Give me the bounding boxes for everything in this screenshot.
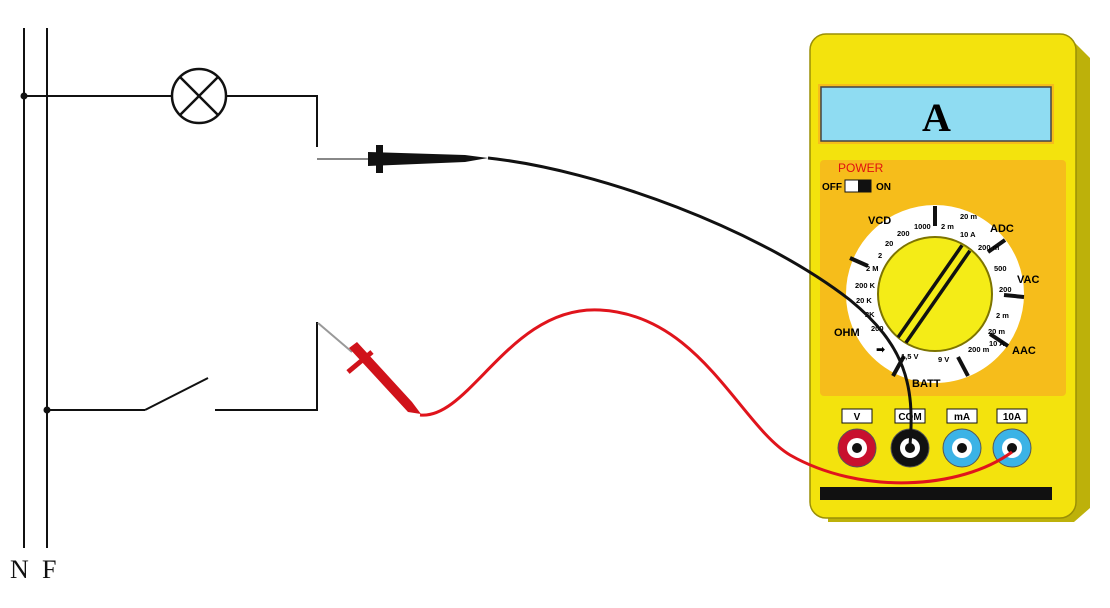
jack-hole [852,443,862,453]
range-dial[interactable] [844,203,1026,385]
scale-ohm-2M: 2 M [866,264,879,273]
scale-adc-10A: 10 A [960,230,976,239]
scale-vcd-2: 2 [878,251,882,260]
neutral-label: N [10,555,29,584]
dial-pointer [896,244,972,344]
jack-hole [957,443,967,453]
jack-label-box [996,408,1028,424]
jack-hole [1007,443,1017,453]
jack-label: 10A [1003,412,1021,423]
scale-adc-200m: 200 m [978,243,1000,252]
red-test-lead [419,308,1013,485]
range-vcd: VCD [868,215,891,227]
scale-aac-2m: 2 m [996,311,1009,320]
scale-1000: 1000 [914,222,931,231]
range-batt: BATT [912,378,941,390]
power-switch[interactable] [844,179,872,193]
jack-label: V [854,412,861,423]
switch-blade [144,377,209,411]
multimeter: A POWER OFF ON [809,33,1090,522]
input-jack-0[interactable]: V [837,408,877,468]
scale-aac-20m: 20 m [988,327,1005,336]
lamp-symbol [170,67,228,125]
range-adc: ADC [990,223,1014,235]
scale-batt-1-5v: 1,5 V [901,352,919,361]
lamp-wire-right [226,95,318,147]
scale-vcd-20: 20 [885,239,893,248]
scale-adc-20m: 20 m [960,212,977,221]
dial-segment-dividers [849,206,1025,377]
jack-label-box [946,408,978,424]
display-reading: A [922,95,951,140]
lcd-display [820,86,1052,142]
power-label: POWER [838,161,884,175]
black-test-lead [487,156,913,446]
scale-ohm-20K: 20 K [856,296,872,305]
jack-label: mA [954,412,970,423]
input-jack-2[interactable]: mA [942,408,982,468]
scale-vcd-200: 200 [897,229,910,238]
scale-ohm-200K: 200 K [855,281,876,290]
red-probe [317,322,421,414]
scale-aac-10A: 10 A [989,339,1005,348]
phase-label: F [42,555,56,584]
on-label: ON [876,182,891,193]
off-label: OFF [822,182,842,193]
range-aac: AAC [1012,345,1036,357]
scale-vac-500: 500 [994,264,1007,273]
scale-aac-200m: 200 m [968,345,990,354]
range-ohm: OHM [834,327,860,339]
scale-ohm-2K: 2K [865,310,875,319]
switch-wire-right [215,322,318,411]
scale-vac-200: 200 [999,285,1012,294]
jack-label-box [841,408,873,424]
range-vac: VAC [1017,274,1039,286]
input-jack-3[interactable]: 10A [992,408,1032,468]
jack-hole [905,443,915,453]
battery-arrow-icon: ➡ [876,344,885,356]
scale-adc-2m: 2 m [941,222,954,231]
bottom-stripe [820,487,1052,500]
scale-ohm-200: 200 [871,324,884,333]
scale-batt-9v: 9 V [938,355,949,364]
black-probe [317,145,488,173]
